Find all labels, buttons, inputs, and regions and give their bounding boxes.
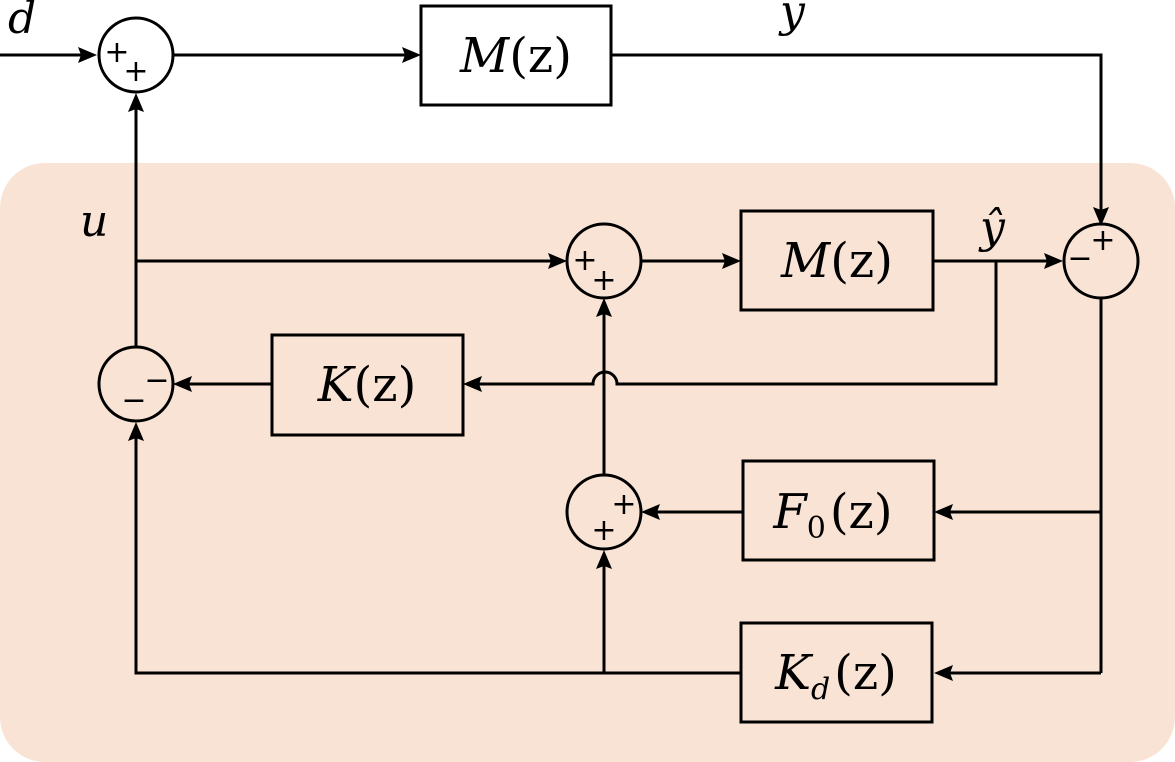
svg-text:+: + (1090, 223, 1115, 258)
svg-text:M(z): M(z) (780, 233, 893, 289)
disturbance-gain-block: Kd(z) (739, 621, 934, 724)
svg-text:K(z): K(z) (317, 357, 417, 413)
filter-block: F0(z) (741, 459, 936, 562)
signal-lines (0, 47, 1109, 681)
signal-label-y-hat: ŷ (978, 202, 1006, 253)
svg-text:−: − (121, 383, 146, 418)
svg-text:+: + (572, 243, 597, 278)
svg-text:−: − (144, 363, 169, 398)
svg-text:+: + (611, 487, 636, 522)
signal-label-d: d (8, 0, 36, 44)
svg-text:+: + (591, 513, 616, 548)
svg-text:F0(z): F0(z) (772, 484, 892, 546)
feedback-sum: + + (565, 473, 643, 551)
svg-text:+: + (591, 263, 616, 298)
svg-text:M(z): M(z) (459, 28, 572, 84)
svg-text:+: + (104, 35, 129, 70)
control-sum: − − (97, 345, 175, 423)
model-sum: + + (565, 222, 643, 300)
input-sum: + + (97, 16, 175, 94)
controller-region (0, 163, 1175, 762)
svg-text:−: − (1067, 241, 1092, 276)
plant-block: M(z) (419, 4, 613, 107)
signal-label-y: y (778, 0, 806, 37)
error-sum: + − (1062, 222, 1140, 300)
model-block: M(z) (739, 209, 935, 312)
signal-label-u: u (80, 196, 108, 247)
controller-block: K(z) (270, 333, 465, 437)
svg-text:Kd(z): Kd(z) (774, 645, 897, 707)
svg-text:+: + (123, 54, 148, 89)
